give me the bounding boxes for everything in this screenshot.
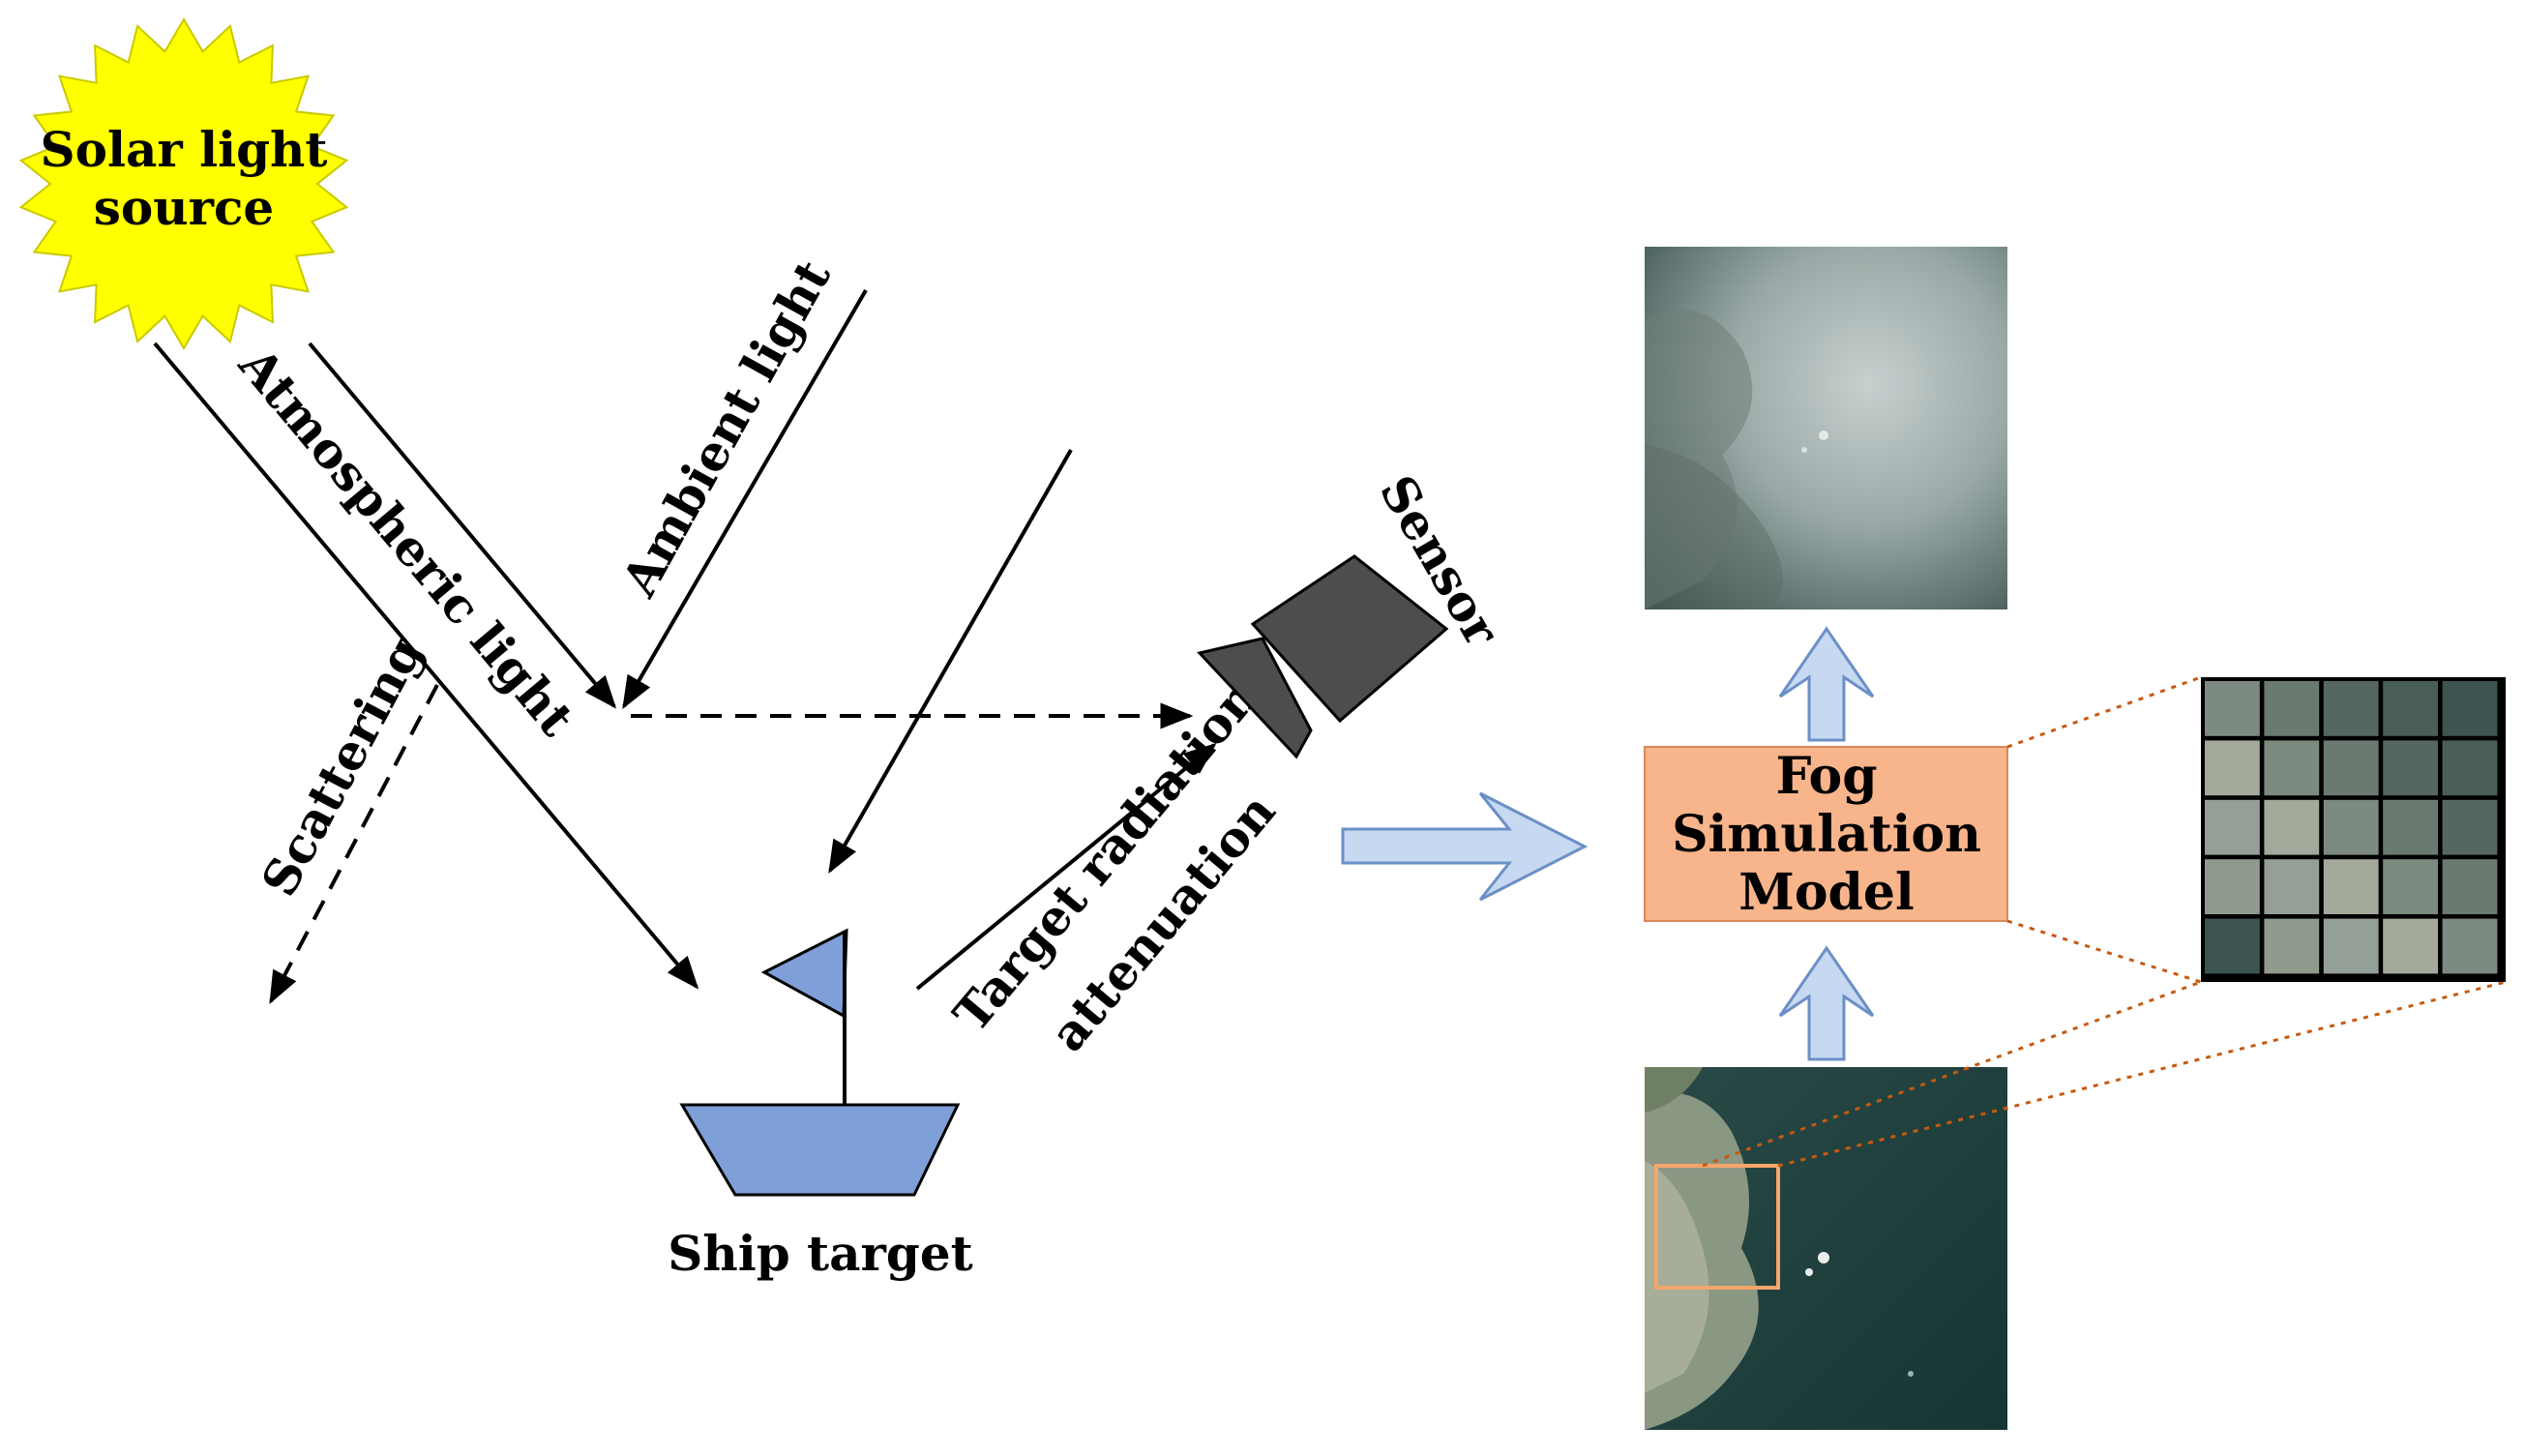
patch-cell xyxy=(2264,918,2320,974)
patch-cell xyxy=(2383,740,2438,796)
patch-cell xyxy=(2442,740,2498,796)
solar-light-source: Solar light source xyxy=(18,17,349,350)
patch-cell xyxy=(2442,859,2498,914)
patch-cell xyxy=(2264,681,2320,736)
patch-cell xyxy=(2383,681,2438,736)
scattering-dashed-arrow xyxy=(269,684,439,1005)
target-radiation-arrow xyxy=(915,742,1217,991)
up-arrow-top xyxy=(1778,626,1875,742)
patch-cell xyxy=(2323,740,2379,796)
crop-region-box xyxy=(1654,1164,1780,1290)
light-rays xyxy=(153,288,1217,1005)
patch-cell xyxy=(2205,740,2260,796)
patch-cell xyxy=(2383,799,2438,855)
patch-cell xyxy=(2442,681,2498,736)
sun-label-line1: Solar light xyxy=(41,121,328,178)
patch-cell xyxy=(2383,918,2438,974)
dotted-connectors xyxy=(1702,675,2507,1168)
patch-cell xyxy=(2323,918,2379,974)
process-arrow-right xyxy=(1341,791,1589,902)
ship-flag-icon xyxy=(760,928,848,1019)
sun-label-line2: source xyxy=(94,179,274,236)
ship-target: Ship target xyxy=(668,928,973,1282)
foggy-satellite-image xyxy=(1645,247,2007,609)
scattering-label: Scattering xyxy=(251,628,434,906)
sun-starburst xyxy=(18,17,349,350)
ambient-light-label: Ambient light xyxy=(609,251,842,607)
patch-cell xyxy=(2264,799,2320,855)
ambient-light-arrow-right xyxy=(622,288,868,709)
patch-cell xyxy=(2323,799,2379,855)
patch-cells xyxy=(2205,681,2498,974)
camera-lens-icon xyxy=(1197,637,1313,759)
clear-satellite-image xyxy=(1645,1067,2007,1430)
patch-cell xyxy=(2383,859,2438,914)
ship-target-label: Ship target xyxy=(668,1225,973,1282)
patch-cell xyxy=(2205,681,2260,736)
patch-cell xyxy=(2442,799,2498,855)
patch-cell xyxy=(2442,918,2498,974)
model-label-line1: Fog xyxy=(1775,747,1877,806)
patch-cell xyxy=(2205,859,2260,914)
atmospheric-light-arrow xyxy=(153,342,699,990)
model-label-line2: Simulation xyxy=(1672,805,1981,864)
patch-grid xyxy=(2201,677,2506,982)
patch-cell xyxy=(2264,859,2320,914)
up-arrow-bottom xyxy=(1778,945,1875,1061)
patch-cell xyxy=(2264,740,2320,796)
patch-cell xyxy=(2323,681,2379,736)
sensor-camera xyxy=(1197,554,1449,759)
patch-cell xyxy=(2205,918,2260,974)
ambient-light-arrow-left xyxy=(308,342,617,709)
ship-hull-icon xyxy=(679,1103,961,1197)
model-label-line3: Model xyxy=(1738,863,1914,922)
patch-cell xyxy=(2323,859,2379,914)
patch-cell xyxy=(2205,799,2260,855)
fog-simulation-model-box: Fog Simulation Model xyxy=(1644,746,2008,922)
ship-illumination-arrow xyxy=(828,449,1073,874)
camera-body-icon xyxy=(1250,554,1449,724)
